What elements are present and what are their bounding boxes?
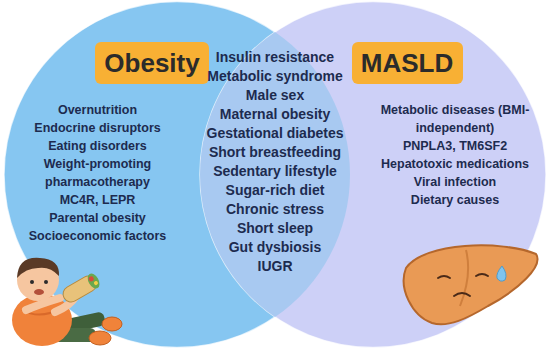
badge-title: Obesity bbox=[104, 48, 199, 79]
factor-item: Short sleep bbox=[195, 219, 355, 238]
factor-item: Viral infection bbox=[380, 173, 530, 191]
overlap-region: Insulin resistanceMetabolic syndromeMale… bbox=[195, 0, 355, 349]
factor-item: MC4R, LEPR bbox=[25, 191, 170, 209]
factor-item: Endocrine disruptors bbox=[25, 119, 170, 137]
factor-item: Overnutrition bbox=[25, 101, 170, 119]
factor-item: PNPLA3, TM6SF2 bbox=[380, 137, 530, 155]
factor-item: Eating disorders bbox=[25, 137, 170, 155]
factor-item: Metabolic syndrome bbox=[195, 67, 355, 86]
factor-item: Socioeconomic factors bbox=[25, 227, 170, 245]
factor-item: Maternal obesity bbox=[195, 105, 355, 124]
factor-item: Gestational diabetes bbox=[195, 124, 355, 143]
factor-item: Parental obesity bbox=[25, 209, 170, 227]
badge-title: MASLD bbox=[361, 48, 453, 79]
factor-list: Metabolic diseases (BMI-independent)PNPL… bbox=[380, 101, 530, 209]
factor-item: Sedentary lifestyle bbox=[195, 162, 355, 181]
factor-item: Insulin resistance bbox=[195, 48, 355, 67]
factor-item: Dietary causes bbox=[380, 191, 530, 209]
factor-item: IUGR bbox=[195, 257, 355, 276]
factor-item: Chronic stress bbox=[195, 200, 355, 219]
factor-item: Sugar-rich diet bbox=[195, 181, 355, 200]
factor-item: Metabolic diseases (BMI-independent) bbox=[380, 101, 530, 137]
title-badge: Obesity bbox=[95, 42, 209, 84]
factor-item: Hepatotoxic medications bbox=[380, 155, 530, 173]
factor-item: Weight-promoting pharmacotherapy bbox=[25, 155, 170, 191]
factor-item: Gut dysbiosis bbox=[195, 238, 355, 257]
factor-item: Male sex bbox=[195, 86, 355, 105]
factor-list: Insulin resistanceMetabolic syndromeMale… bbox=[195, 48, 355, 276]
liver-illustration bbox=[396, 236, 546, 336]
factor-list: OvernutritionEndocrine disruptorsEating … bbox=[25, 101, 170, 245]
factor-item: Short breastfeeding bbox=[195, 143, 355, 162]
title-badge: MASLD bbox=[352, 42, 463, 84]
boy-illustration bbox=[0, 250, 140, 349]
